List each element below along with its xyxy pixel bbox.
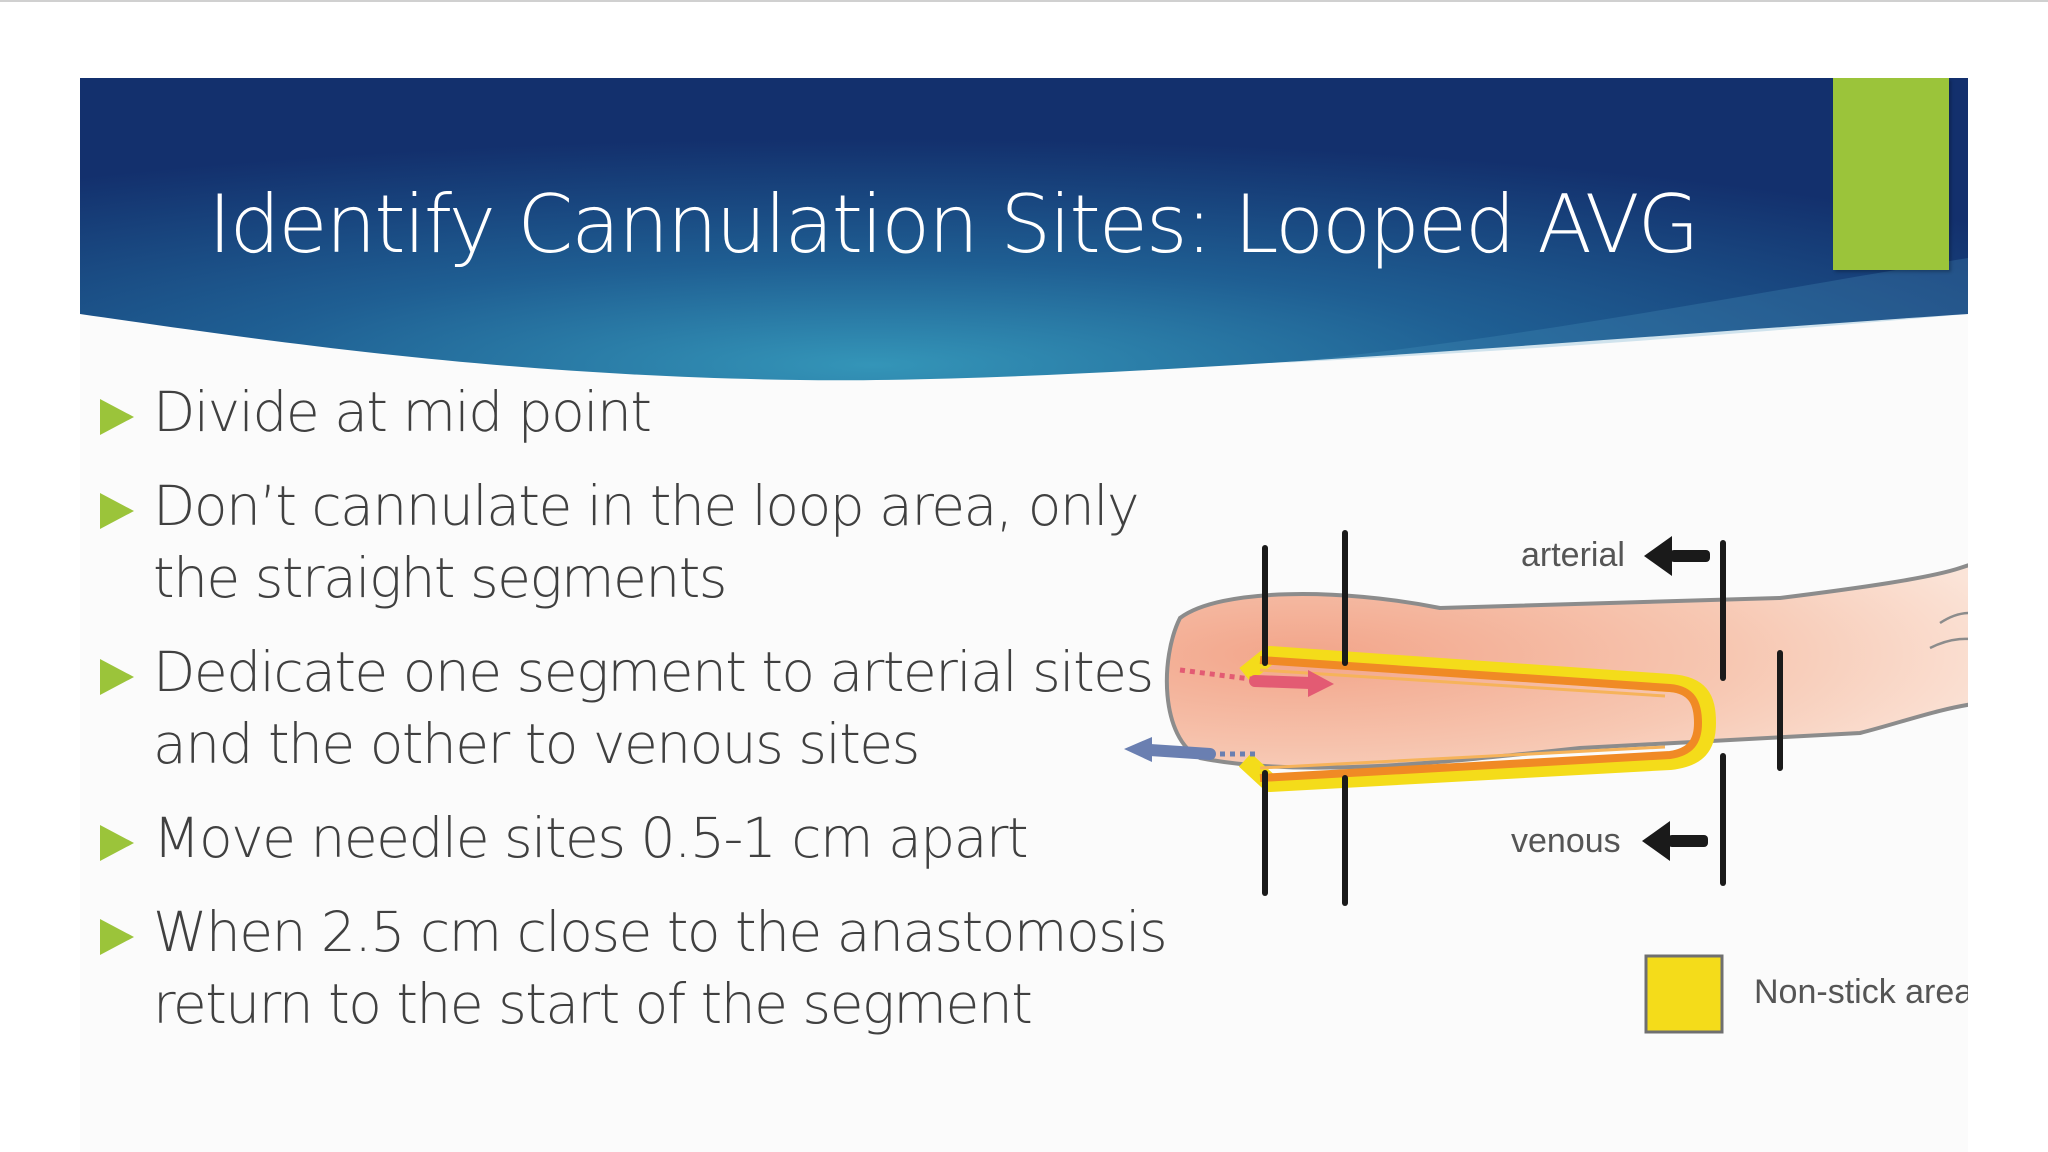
bullet-list: Divide at mid point Don’t cannulate in t… [98,376,1268,1062]
non-stick-legend-label: Non-stick area [1754,973,1968,1011]
bullet-item: When 2.5 cm close to the anastomosis ret… [98,896,1268,1040]
bullet-item: Move needle sites 0.5-1 cm apart [98,802,1268,874]
arterial-arrow-icon [1644,536,1710,576]
bullet-text: Dedicate one segment to arterial sites a… [153,640,1154,776]
venous-label: venous [1511,822,1621,860]
bullet-text: Don’t cannulate in the loop area, only t… [153,474,1140,610]
venous-arrow-icon [1642,821,1708,861]
inflow-arrow-icon [1249,670,1334,697]
bullet-text: Divide at mid point [153,380,652,444]
looped-avg-diagram: arterial venous Non-stick area [1080,438,1968,1152]
slide: Identify Cannulation Sites: Looped AVG D… [80,78,1968,1152]
bullet-arrow-icon [100,659,134,695]
outflow-arrow-icon [1124,737,1216,762]
forearm-shape [1164,563,1968,770]
lower-divider-lines [1262,753,1726,906]
graft-loop [1259,656,1702,782]
graft-loop-nonstick [1238,646,1716,792]
bullet-arrow-icon [100,399,134,435]
non-stick-swatch-icon [1644,954,1724,1034]
bullet-item: Don’t cannulate in the loop area, only t… [98,470,1268,614]
artery-line [1179,667,1259,683]
upper-divider-lines [1262,530,1726,681]
bullet-text: When 2.5 cm close to the anastomosis ret… [153,900,1168,1036]
arterial-label: arterial [1521,536,1625,574]
title-banner: Identify Cannulation Sites: Looped AVG [80,78,1968,390]
bullet-item: Divide at mid point [98,376,1268,448]
hand-icon [1929,611,1968,650]
window-top-border [0,0,2048,2]
slide-title: Identify Cannulation Sites: Looped AVG [208,178,1700,271]
bullet-arrow-icon [100,493,134,529]
bullet-arrow-icon [100,919,134,955]
bullet-arrow-icon [100,825,134,861]
bullet-text: Move needle sites 0.5-1 cm apart [153,806,1029,870]
bullet-item: Dedicate one segment to arterial sites a… [98,636,1268,780]
accent-tab [1833,78,1949,270]
